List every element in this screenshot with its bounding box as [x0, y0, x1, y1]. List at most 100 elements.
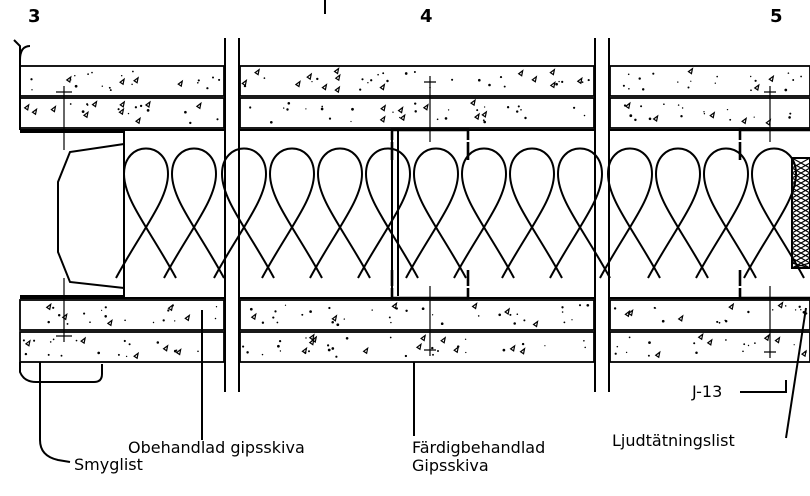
speckle-dot: [652, 72, 655, 75]
insulation-loop: [213, 147, 275, 279]
speckle-dot: [216, 118, 219, 121]
speckle-dot: [351, 107, 354, 111]
leader-lines: [39, 307, 807, 463]
speckle-dot: [305, 337, 307, 339]
speckle-dot: [404, 354, 408, 358]
speckle-dot: [320, 107, 324, 111]
speckle-dot: [695, 351, 698, 355]
speckle-dot: [382, 72, 385, 75]
speckle-triangle: [333, 67, 340, 75]
speckle-dot: [81, 110, 85, 113]
frame-profile: [13, 39, 125, 383]
speckle-dot: [499, 76, 503, 79]
speckle-dot: [693, 342, 696, 345]
speckle-dot: [661, 319, 665, 323]
speckle-dot: [724, 320, 728, 323]
speckle-dot: [120, 74, 123, 77]
speckle-triangle: [331, 314, 338, 322]
speckle-dot: [587, 79, 590, 82]
speckle-triangle: [576, 76, 583, 85]
speckle-dot: [156, 341, 160, 344]
insulation-loop: [501, 147, 563, 279]
speckle-dot: [476, 109, 479, 112]
speckle-triangle: [308, 338, 315, 346]
speckle-dot: [269, 120, 273, 124]
speckle-triangle: [728, 302, 735, 311]
speckle-dot: [278, 339, 282, 343]
speckle-dot: [123, 339, 126, 343]
speckle-triangle: [167, 303, 174, 312]
insulation-loop: [309, 147, 371, 279]
speckle-dot: [146, 109, 150, 112]
speckle-dot: [729, 118, 732, 121]
speckle-triangle: [177, 79, 184, 88]
speckle-triangle: [652, 114, 659, 122]
speckle-dot: [747, 310, 750, 314]
speckle-dot: [634, 118, 637, 122]
speckle-triangle: [422, 103, 429, 111]
speckle-dot: [436, 118, 439, 121]
speckle-dot: [104, 306, 107, 309]
speckle-dot: [703, 111, 705, 113]
gypsum-board-bottom-outer-a: [19, 331, 225, 363]
speckle-dot: [440, 322, 444, 326]
speckle-triangle: [306, 72, 313, 81]
insulation-loop: [261, 147, 323, 279]
detail-number-5: 5: [770, 6, 783, 27]
speckle-dot: [798, 305, 801, 308]
speckle-dot: [515, 110, 519, 113]
speckle-triangle: [470, 98, 476, 107]
gypsum-board-bottom-outer-c: [609, 331, 810, 363]
gypsum-board-top-inner-a: [19, 97, 225, 129]
speckle-triangle: [144, 100, 151, 108]
hatch-line: [791, 167, 810, 179]
speckle-dot: [392, 111, 394, 113]
speckle-dot: [750, 89, 752, 92]
speckle-triangle: [753, 83, 760, 92]
speckle-dot: [399, 116, 401, 119]
speckle-triangle: [379, 115, 386, 123]
speckle-dot: [414, 102, 417, 105]
gypsum-board-top-outer-b: [239, 65, 595, 97]
speckle-triangle: [420, 334, 427, 342]
speckle-dot: [52, 306, 55, 309]
speckle-dot: [502, 348, 506, 352]
speckle-triangle: [106, 318, 113, 327]
speckle-dot: [152, 321, 155, 324]
sound-sealing-strip: [791, 157, 810, 269]
speckle-dot: [283, 107, 285, 109]
speckle-dot: [57, 313, 61, 317]
speckle-dot: [627, 73, 630, 76]
speckle-dot: [218, 78, 221, 81]
break-lines: [224, 38, 610, 392]
speckle-triangle: [517, 69, 524, 77]
hatch-line: [791, 202, 810, 214]
speckle-dot: [415, 111, 417, 113]
speckle-dot: [625, 351, 628, 354]
speckle-triangle: [741, 116, 748, 125]
speckle-dot: [714, 82, 716, 84]
hatch-line: [791, 227, 810, 239]
speckle-dot: [555, 82, 558, 86]
speckle-dot: [377, 73, 379, 76]
speckle-dot: [622, 84, 625, 87]
hatch-line: [791, 242, 810, 254]
speckle-triangle: [334, 85, 341, 94]
speckle-dot: [794, 309, 797, 311]
speckle-dot: [189, 121, 192, 125]
speckle-dot: [350, 120, 352, 123]
speckle-dot: [404, 72, 408, 75]
gypsum-board-bottom-inner-b: [239, 299, 595, 331]
speckle-dot: [681, 107, 684, 109]
hatch-line: [791, 257, 810, 269]
speckle-dot: [214, 317, 217, 320]
hatch-line: [791, 207, 810, 219]
speckle-dot: [196, 81, 199, 84]
speckle-dot: [647, 354, 650, 357]
hatch-line: [791, 192, 810, 204]
speckle-dot: [335, 355, 338, 358]
speckle-dot: [561, 80, 564, 84]
speckle-dot: [793, 344, 795, 346]
speckle-triangle: [82, 110, 89, 119]
speckle-dot: [279, 350, 282, 352]
